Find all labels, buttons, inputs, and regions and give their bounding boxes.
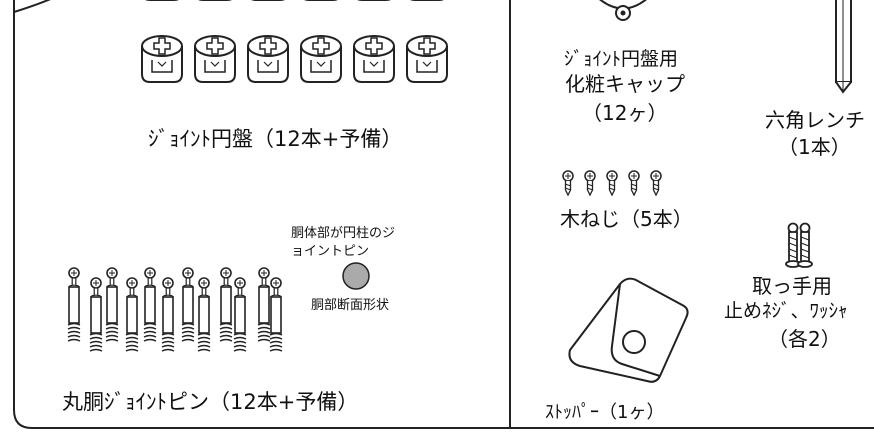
cap-label-line3: （12ヶ） xyxy=(582,101,668,125)
cam-disc-icon xyxy=(353,35,395,83)
cam-disc-icon xyxy=(300,35,342,83)
joint-pin-icon xyxy=(269,277,283,352)
handle-screw-label-line3: （各2） xyxy=(768,327,841,351)
wood-screw-icon xyxy=(584,170,596,197)
wood-screw-icon xyxy=(650,170,662,197)
pin-cross-section-icon xyxy=(342,262,370,290)
stopper-icon xyxy=(568,277,689,383)
handle-screw-label-line2: 止めﾈｼﾞ、ﾜｯｼｬ xyxy=(724,300,848,322)
joint-pin-icon xyxy=(197,277,211,352)
cap-label-line1: ｼﾞｮｲﾝﾄ円盤用 xyxy=(564,48,679,70)
joint-pin-icon xyxy=(67,267,81,342)
cam-disc-icon xyxy=(406,35,448,83)
joint-pin-icon xyxy=(143,267,157,342)
wood-screw-icon xyxy=(606,170,618,197)
cam-disc-grid xyxy=(141,0,448,83)
wood-screw-icon xyxy=(562,170,574,197)
joint-pin-label: 丸胴ｼﾞｮｲﾝﾄピン（12本+予備） xyxy=(62,390,359,414)
joint-pin-icon xyxy=(125,277,139,352)
joint-pin-section-label: 胴部断面形状 xyxy=(311,298,390,313)
wood-screw-icon xyxy=(628,170,640,197)
cap-label-line2: 化粧キャップ xyxy=(565,72,685,96)
handle-screw-label-line1: 取っ手用 xyxy=(752,274,832,298)
joint-pin-icon xyxy=(105,267,119,342)
joint-pin-icon xyxy=(89,277,103,352)
hex-wrench-label-line2: （1本） xyxy=(778,135,851,159)
cam-disc-icon xyxy=(141,35,183,83)
joint-pin-icon xyxy=(233,277,247,352)
handle-screw-icon xyxy=(785,222,813,268)
joint-pin-icon xyxy=(219,267,233,342)
joint-pin-grid xyxy=(67,267,283,352)
cam-disc-icon xyxy=(194,35,236,83)
wood-screw-label: 木ねじ（5本） xyxy=(560,207,693,231)
cap-icon xyxy=(599,0,647,21)
joint-pin-note-line2: ョイントピン xyxy=(291,244,370,259)
cam-disc-icon xyxy=(247,35,289,83)
cam-disc-label: ｼﾞｮｲﾝﾄ円盤（12本+予備） xyxy=(148,127,403,151)
wood-screw-group xyxy=(562,170,662,197)
joint-pin-icon xyxy=(181,267,195,342)
stopper-label: ｽﾄｯﾊﾟｰ（1ヶ） xyxy=(545,402,665,423)
hex-wrench-label-line1: 六角レンチ xyxy=(765,108,865,132)
hex-wrench-icon xyxy=(835,0,852,94)
joint-pin-icon xyxy=(161,277,175,352)
joint-pin-icon xyxy=(257,267,271,342)
joint-pin-note-line1: 胴体部が円柱のジ xyxy=(291,226,396,241)
